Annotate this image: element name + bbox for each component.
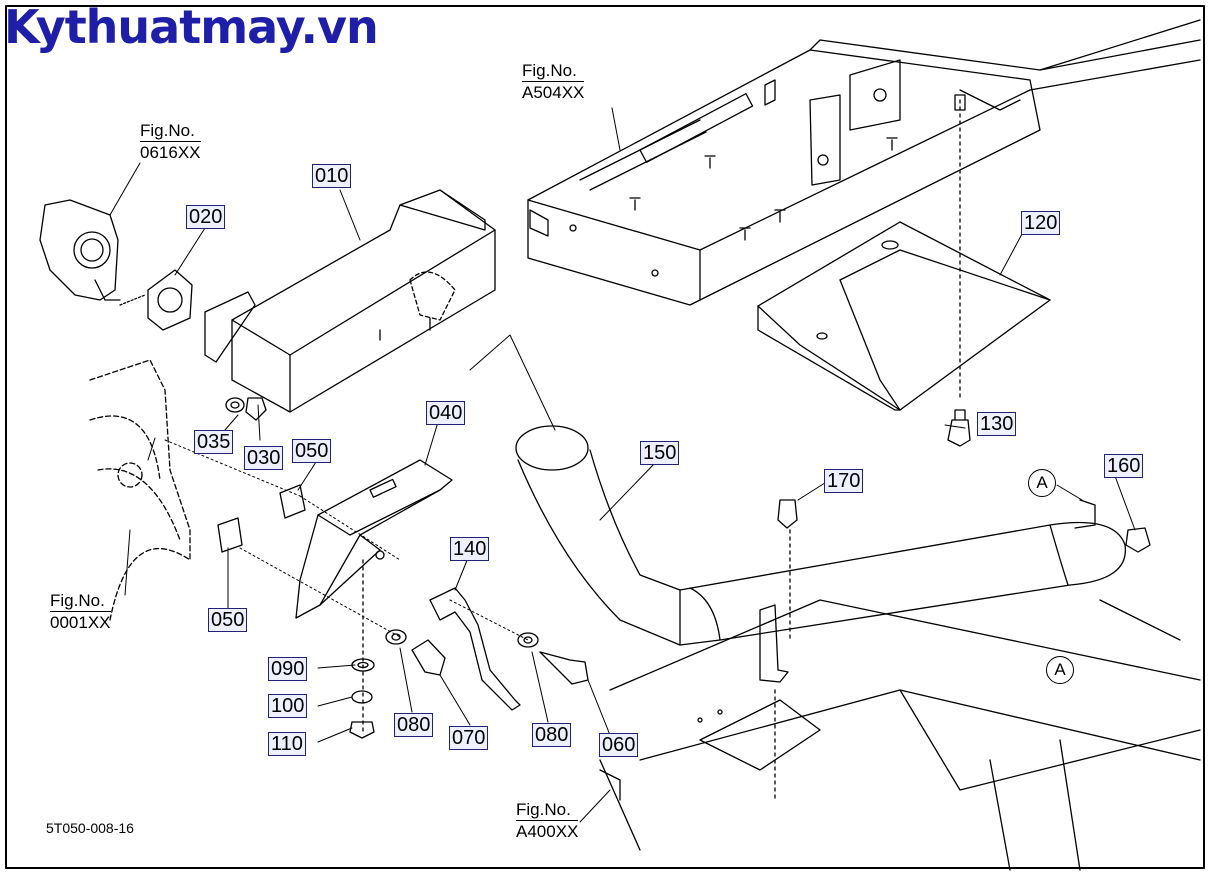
exhaust-pipe-150-drawing [515, 425, 1126, 646]
drawing-frame [5, 5, 1205, 869]
connection-marker-a-upper[interactable]: A [1028, 469, 1056, 497]
part-label-035[interactable]: 035 [194, 430, 234, 454]
part-label-050-lower[interactable]: 050 [208, 608, 248, 632]
part-label-140[interactable]: 140 [450, 537, 490, 561]
fig-ref-0001-number: 0001XX [50, 611, 111, 632]
part-label-030[interactable]: 030 [244, 446, 284, 470]
turbo-flange-drawing [39, 199, 121, 301]
fig-ref-a400-number: A400XX [516, 820, 579, 841]
fig-ref-a400[interactable]: Fig.No. A400XX [516, 799, 579, 842]
fig-ref-a504[interactable]: Fig.No. A504XX [522, 60, 585, 103]
clamp-170-drawing [759, 499, 798, 683]
part-label-100[interactable]: 100 [268, 694, 308, 718]
muffler-010-drawing [204, 189, 496, 413]
part-label-170[interactable]: 170 [824, 469, 864, 493]
part-label-080-right[interactable]: 080 [532, 723, 572, 747]
document-code: 5T050-008-16 [46, 820, 134, 836]
fig-ref-0616-title: Fig.No. [140, 121, 195, 140]
brand-watermark: Kythuatmay.vn [4, 0, 379, 54]
engine-block-drawing [89, 359, 191, 621]
fastener-hardware-drawing [225, 397, 589, 739]
part-label-160[interactable]: 160 [1104, 454, 1144, 478]
fig-ref-a504-number: A504XX [522, 81, 585, 102]
part-label-080-left[interactable]: 080 [394, 713, 434, 737]
part-label-150[interactable]: 150 [640, 441, 680, 465]
part-label-120[interactable]: 120 [1021, 211, 1061, 235]
part-label-050-upper[interactable]: 050 [292, 439, 332, 463]
fig-ref-0001-title: Fig.No. [50, 591, 105, 610]
cover-120-drawing [757, 221, 1051, 411]
upper-frame-drawing [527, 19, 1201, 401]
rod-140-drawing [429, 587, 521, 711]
fig-ref-a504-title: Fig.No. [522, 61, 577, 80]
part-label-110[interactable]: 110 [268, 732, 306, 756]
part-label-130[interactable]: 130 [977, 412, 1017, 436]
nut-160-drawing [1125, 527, 1151, 553]
bolt-130-drawing [947, 409, 971, 447]
part-label-040[interactable]: 040 [426, 401, 466, 425]
part-label-010[interactable]: 010 [312, 164, 352, 188]
gasket-020-drawing [119, 269, 193, 331]
part-label-020[interactable]: 020 [186, 205, 226, 229]
bracket-040-drawing [295, 459, 453, 619]
leader-lines [109, 107, 1136, 823]
shim-050-drawing [217, 484, 306, 553]
connection-marker-a-lower[interactable]: A [1046, 656, 1074, 684]
part-label-090[interactable]: 090 [268, 657, 308, 681]
part-label-070[interactable]: 070 [449, 726, 489, 750]
lower-frame-drawing [599, 599, 1201, 871]
fig-ref-0001[interactable]: Fig.No. 0001XX [50, 590, 111, 633]
part-label-060[interactable]: 060 [599, 733, 639, 757]
fig-ref-0616-number: 0616XX [140, 141, 201, 162]
fig-ref-0616[interactable]: Fig.No. 0616XX [140, 120, 201, 163]
fig-ref-a400-title: Fig.No. [516, 800, 571, 819]
